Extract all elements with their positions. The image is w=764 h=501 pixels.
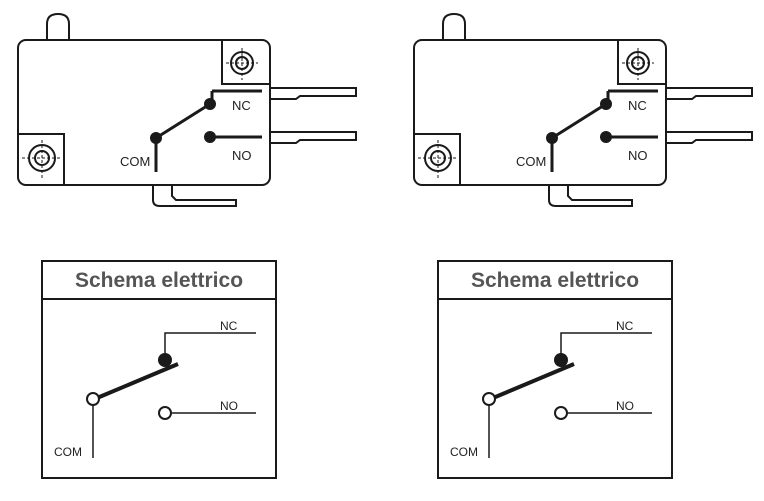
schema-box-left — [41, 260, 277, 479]
no-label: NO — [232, 148, 252, 163]
schema-com-label: COM — [54, 445, 82, 459]
schema-no-label: NO — [220, 399, 238, 413]
schema-com-dot — [482, 392, 496, 406]
schema-no-dot — [158, 406, 172, 420]
schema-nc-label: NC — [220, 319, 238, 333]
com-lever — [155, 102, 211, 140]
schema-nc-wire — [164, 332, 256, 358]
switch-body — [17, 39, 271, 186]
microswitch-left — [17, 12, 357, 207]
mount-frame-top — [221, 40, 270, 85]
schema-title: Schema elettrico — [75, 269, 243, 292]
mount-frame-bottom — [18, 133, 65, 185]
com-label: COM — [516, 154, 546, 169]
schema-no-label: NO — [616, 399, 634, 413]
switch-body — [413, 39, 667, 186]
com-label: COM — [120, 154, 150, 169]
schema-nc-dot — [554, 353, 568, 367]
no-terminal-tab — [666, 131, 753, 144]
schema-com-dot — [86, 392, 100, 406]
com-pivot-dot — [150, 132, 162, 144]
nc-label: NC — [232, 98, 251, 113]
com-terminal-tab — [548, 185, 633, 207]
com-terminal-tab — [152, 185, 237, 207]
mount-frame-bottom — [414, 133, 461, 185]
schema-com-label: COM — [450, 445, 478, 459]
schema-no-dot — [554, 406, 568, 420]
nc-terminal-tab — [270, 87, 357, 100]
schema-lever — [96, 362, 179, 400]
microswitch-right — [413, 12, 753, 207]
no-contact-dot — [204, 131, 216, 143]
nc-contact-dot — [600, 98, 612, 110]
mount-frame-top — [617, 40, 666, 85]
nc-terminal-tab — [666, 87, 753, 100]
schema-box-right — [437, 260, 673, 479]
schema-lever — [492, 362, 575, 400]
no-label: NO — [628, 148, 648, 163]
actuator-plunger — [442, 12, 466, 40]
schema-nc-wire — [560, 332, 652, 358]
actuator-plunger — [46, 12, 70, 40]
com-lever — [551, 102, 607, 140]
nc-contact-dot — [204, 98, 216, 110]
com-pivot-dot — [546, 132, 558, 144]
schema-nc-dot — [158, 353, 172, 367]
no-terminal-tab — [270, 131, 357, 144]
nc-label: NC — [628, 98, 647, 113]
schema-nc-label: NC — [616, 319, 634, 333]
schema-title: Schema elettrico — [471, 269, 639, 292]
no-contact-dot — [600, 131, 612, 143]
